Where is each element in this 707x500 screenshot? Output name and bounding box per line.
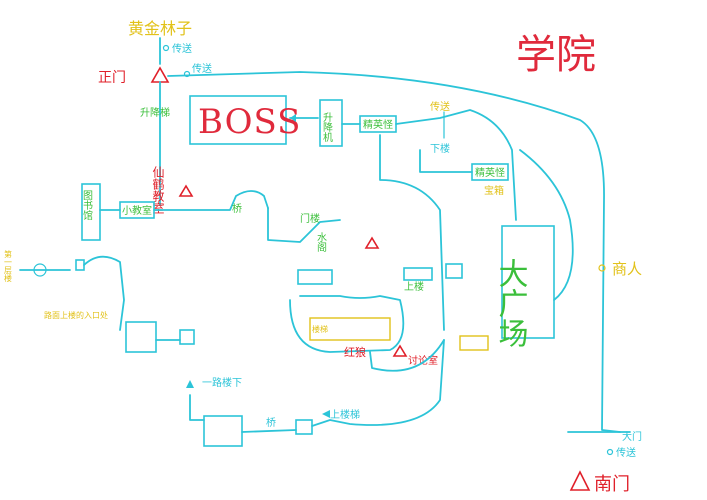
big-gate-label: 大门 — [622, 430, 642, 443]
left-small-box — [75, 259, 85, 271]
path-bridge-gate — [267, 207, 341, 243]
down-stairs-label: 下楼 — [430, 142, 450, 155]
water-hall-label: 水阁 — [315, 232, 327, 253]
path-top-loop — [167, 71, 621, 433]
path-elite-plaza — [395, 109, 517, 221]
note-box — [309, 317, 391, 341]
crane-marker — [178, 184, 194, 197]
path-to-elite2 — [419, 149, 473, 173]
mid-box2 — [403, 267, 433, 281]
big-plaza-label: 大广场 — [493, 258, 528, 348]
small-classroom-label: 小教室 — [122, 204, 152, 217]
teleport-top2-label: 传送 — [192, 62, 212, 75]
up-stairs-label: 上楼梯 — [330, 408, 360, 421]
lift-label: 升降机 — [321, 112, 333, 143]
path-left-down — [83, 255, 125, 331]
bottom-room — [203, 415, 243, 447]
discuss-marker — [392, 344, 408, 357]
plaza-note-box — [459, 335, 489, 351]
mid-box3 — [445, 263, 463, 279]
boss-label: BOSS — [198, 102, 301, 142]
elevator-down-label: 升降梯 — [140, 106, 170, 119]
main-gate-label: 正门 — [98, 70, 126, 86]
map-title: 学院 — [516, 32, 596, 78]
teleport-right-label: 传送 — [430, 100, 450, 113]
yellow-forest-label: 黄金林子 — [128, 19, 192, 38]
path-class-bridge — [153, 190, 269, 211]
red-wolf-label: 红狼 — [344, 345, 366, 359]
crane-label: 仙鹤教室 — [151, 166, 165, 214]
south-gate-label: 南门 — [594, 474, 630, 495]
bottom-small — [295, 419, 313, 435]
teleport-top-dot — [162, 44, 170, 52]
path-bottom-left — [189, 394, 205, 421]
lower-left-room — [125, 321, 157, 353]
path-plaza-loop — [519, 149, 574, 301]
up-building-label: 上楼 — [404, 280, 424, 293]
south-gate-icon — [569, 470, 591, 491]
bridge2-label: 桥 — [266, 417, 276, 429]
left-note: 第一层楼 — [4, 249, 13, 283]
bridge-label: 桥 — [232, 203, 242, 215]
elite2-label: 精英怪 — [475, 166, 505, 179]
path-wolf-right — [369, 339, 445, 372]
teleport-gate-label: 传送 — [616, 446, 636, 459]
path-central-loop — [289, 295, 405, 353]
library-box — [81, 183, 101, 241]
one-way-down-label: 一路楼下 — [202, 376, 242, 389]
merchant-dot — [598, 264, 606, 272]
nest-note: 楼梯 — [312, 324, 328, 334]
lift-box — [319, 99, 343, 147]
path-bottom-right — [311, 339, 445, 427]
mid-box1 — [297, 269, 333, 285]
teleport-top-label: 传送 — [172, 42, 192, 55]
boss-room — [189, 95, 287, 145]
path-down-center — [379, 134, 445, 331]
lower-left-room2 — [179, 329, 195, 345]
big-plaza-box — [501, 225, 555, 339]
elite2-box — [471, 163, 509, 181]
left-circle — [33, 263, 47, 277]
elite1-label: 精英怪 — [363, 118, 393, 131]
gate-building-label: 门楼 — [300, 212, 320, 225]
merchant-label: 商人 — [612, 260, 642, 278]
teleport-top2-dot — [183, 70, 191, 78]
mid-marker — [364, 236, 380, 249]
route-note: 路面上楼的入口处 — [44, 310, 108, 320]
main-gate-icon — [150, 66, 170, 83]
bottom-arrow2 — [322, 410, 330, 418]
teleport-gate-dot — [606, 448, 614, 456]
bottom-arrow — [186, 380, 194, 388]
discuss-room-label: 讨论室 — [408, 354, 438, 367]
path-bottom-mid — [241, 429, 297, 433]
arrow-to-boss — [290, 114, 296, 122]
library-label: 图书馆 — [81, 190, 93, 221]
treasure-label: 宝箱 — [484, 184, 504, 197]
